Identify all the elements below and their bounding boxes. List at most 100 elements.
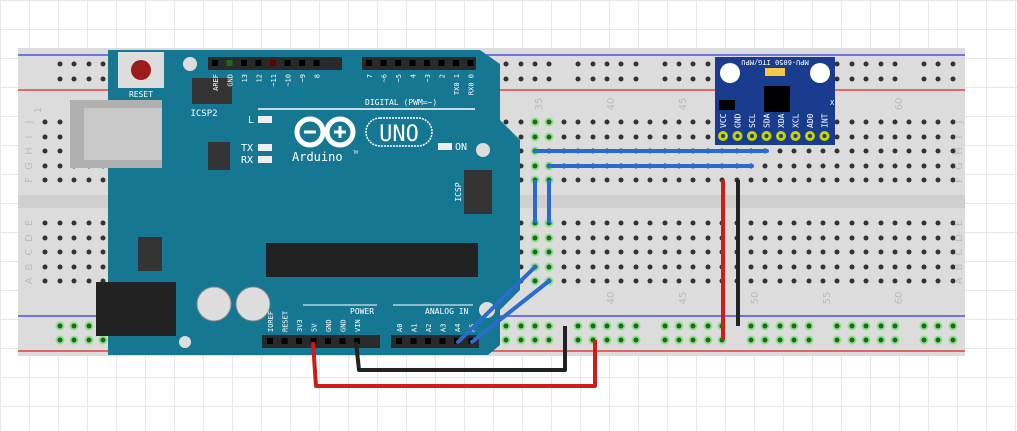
breadboard-hole[interactable]	[690, 134, 696, 140]
digital-pin[interactable]	[212, 60, 218, 66]
power-pin[interactable]	[281, 338, 288, 344]
rail-hole[interactable]	[618, 323, 624, 329]
breadboard-hole[interactable]	[921, 177, 927, 183]
breadboard-hole[interactable]	[546, 249, 552, 255]
breadboard-hole[interactable]	[762, 163, 768, 169]
rail-hole[interactable]	[705, 323, 711, 329]
rail-hole[interactable]	[878, 323, 884, 329]
rail-hole[interactable]	[532, 76, 538, 82]
breadboard-hole[interactable]	[42, 177, 48, 183]
breadboard-hole[interactable]	[777, 249, 783, 255]
breadboard-hole[interactable]	[546, 119, 552, 125]
breadboard-hole[interactable]	[590, 249, 596, 255]
breadboard-hole[interactable]	[57, 148, 63, 154]
breadboard-hole[interactable]	[834, 220, 840, 226]
breadboard-hole[interactable]	[618, 235, 624, 241]
breadboard-hole[interactable]	[546, 134, 552, 140]
wire-black-arduino-gnd[interactable]	[354, 326, 567, 372]
rail-hole[interactable]	[662, 76, 668, 82]
breadboard-hole[interactable]	[676, 235, 682, 241]
breadboard-hole[interactable]	[762, 278, 768, 284]
breadboard-hole[interactable]	[834, 163, 840, 169]
breadboard-hole[interactable]	[849, 134, 855, 140]
rail-hole[interactable]	[532, 337, 538, 343]
breadboard-hole[interactable]	[618, 220, 624, 226]
rail-hole[interactable]	[777, 323, 783, 329]
analog-pin[interactable]	[439, 338, 446, 344]
breadboard-hole[interactable]	[42, 134, 48, 140]
breadboard-hole[interactable]	[575, 249, 581, 255]
breadboard-hole[interactable]	[892, 278, 898, 284]
breadboard-hole[interactable]	[878, 264, 884, 270]
breadboard-hole[interactable]	[71, 177, 77, 183]
rail-hole[interactable]	[878, 337, 884, 343]
breadboard-hole[interactable]	[71, 264, 77, 270]
breadboard-hole[interactable]	[921, 220, 927, 226]
breadboard-hole[interactable]	[806, 163, 812, 169]
rail-hole[interactable]	[935, 323, 941, 329]
breadboard-hole[interactable]	[532, 134, 538, 140]
breadboard-hole[interactable]	[575, 177, 581, 183]
breadboard-hole[interactable]	[532, 235, 538, 241]
breadboard-hole[interactable]	[561, 119, 567, 125]
rail-hole[interactable]	[690, 337, 696, 343]
rail-hole[interactable]	[546, 76, 552, 82]
breadboard-hole[interactable]	[676, 278, 682, 284]
breadboard-hole[interactable]	[906, 235, 912, 241]
rail-hole[interactable]	[86, 76, 92, 82]
breadboard-hole[interactable]	[748, 278, 754, 284]
rail-hole[interactable]	[705, 61, 711, 67]
breadboard-hole[interactable]	[604, 264, 610, 270]
breadboard-hole[interactable]	[561, 235, 567, 241]
breadboard-hole[interactable]	[863, 220, 869, 226]
rail-hole[interactable]	[662, 337, 668, 343]
breadboard-hole[interactable]	[935, 220, 941, 226]
breadboard-hole[interactable]	[921, 134, 927, 140]
breadboard-hole[interactable]	[690, 119, 696, 125]
rail-hole[interactable]	[950, 337, 956, 343]
rail-hole[interactable]	[57, 323, 63, 329]
rail-hole[interactable]	[892, 76, 898, 82]
breadboard-hole[interactable]	[935, 235, 941, 241]
breadboard-hole[interactable]	[690, 235, 696, 241]
breadboard-hole[interactable]	[57, 177, 63, 183]
breadboard-hole[interactable]	[633, 278, 639, 284]
breadboard-hole[interactable]	[806, 177, 812, 183]
breadboard-hole[interactable]	[705, 235, 711, 241]
rail-hole[interactable]	[690, 61, 696, 67]
breadboard-hole[interactable]	[748, 177, 754, 183]
rail-hole[interactable]	[503, 337, 509, 343]
breadboard-hole[interactable]	[834, 177, 840, 183]
rail-hole[interactable]	[532, 61, 538, 67]
breadboard-hole[interactable]	[777, 278, 783, 284]
breadboard-hole[interactable]	[935, 264, 941, 270]
breadboard-hole[interactable]	[849, 177, 855, 183]
rail-hole[interactable]	[834, 61, 840, 67]
breadboard-hole[interactable]	[849, 264, 855, 270]
breadboard-hole[interactable]	[690, 177, 696, 183]
breadboard-hole[interactable]	[676, 220, 682, 226]
rail-hole[interactable]	[748, 337, 754, 343]
breadboard-hole[interactable]	[849, 278, 855, 284]
breadboard-hole[interactable]	[503, 119, 509, 125]
breadboard-hole[interactable]	[590, 264, 596, 270]
breadboard-hole[interactable]	[57, 220, 63, 226]
rail-hole[interactable]	[86, 337, 92, 343]
breadboard-hole[interactable]	[777, 264, 783, 270]
breadboard-hole[interactable]	[100, 235, 106, 241]
breadboard-hole[interactable]	[86, 235, 92, 241]
breadboard-hole[interactable]	[806, 264, 812, 270]
breadboard-hole[interactable]	[849, 235, 855, 241]
breadboard-hole[interactable]	[935, 177, 941, 183]
breadboard-hole[interactable]	[618, 264, 624, 270]
breadboard-hole[interactable]	[57, 119, 63, 125]
breadboard-hole[interactable]	[662, 134, 668, 140]
breadboard-hole[interactable]	[633, 220, 639, 226]
breadboard-hole[interactable]	[820, 220, 826, 226]
breadboard-hole[interactable]	[647, 249, 653, 255]
breadboard-hole[interactable]	[791, 278, 797, 284]
breadboard-hole[interactable]	[906, 177, 912, 183]
breadboard-hole[interactable]	[532, 249, 538, 255]
breadboard-hole[interactable]	[849, 220, 855, 226]
rail-hole[interactable]	[575, 323, 581, 329]
